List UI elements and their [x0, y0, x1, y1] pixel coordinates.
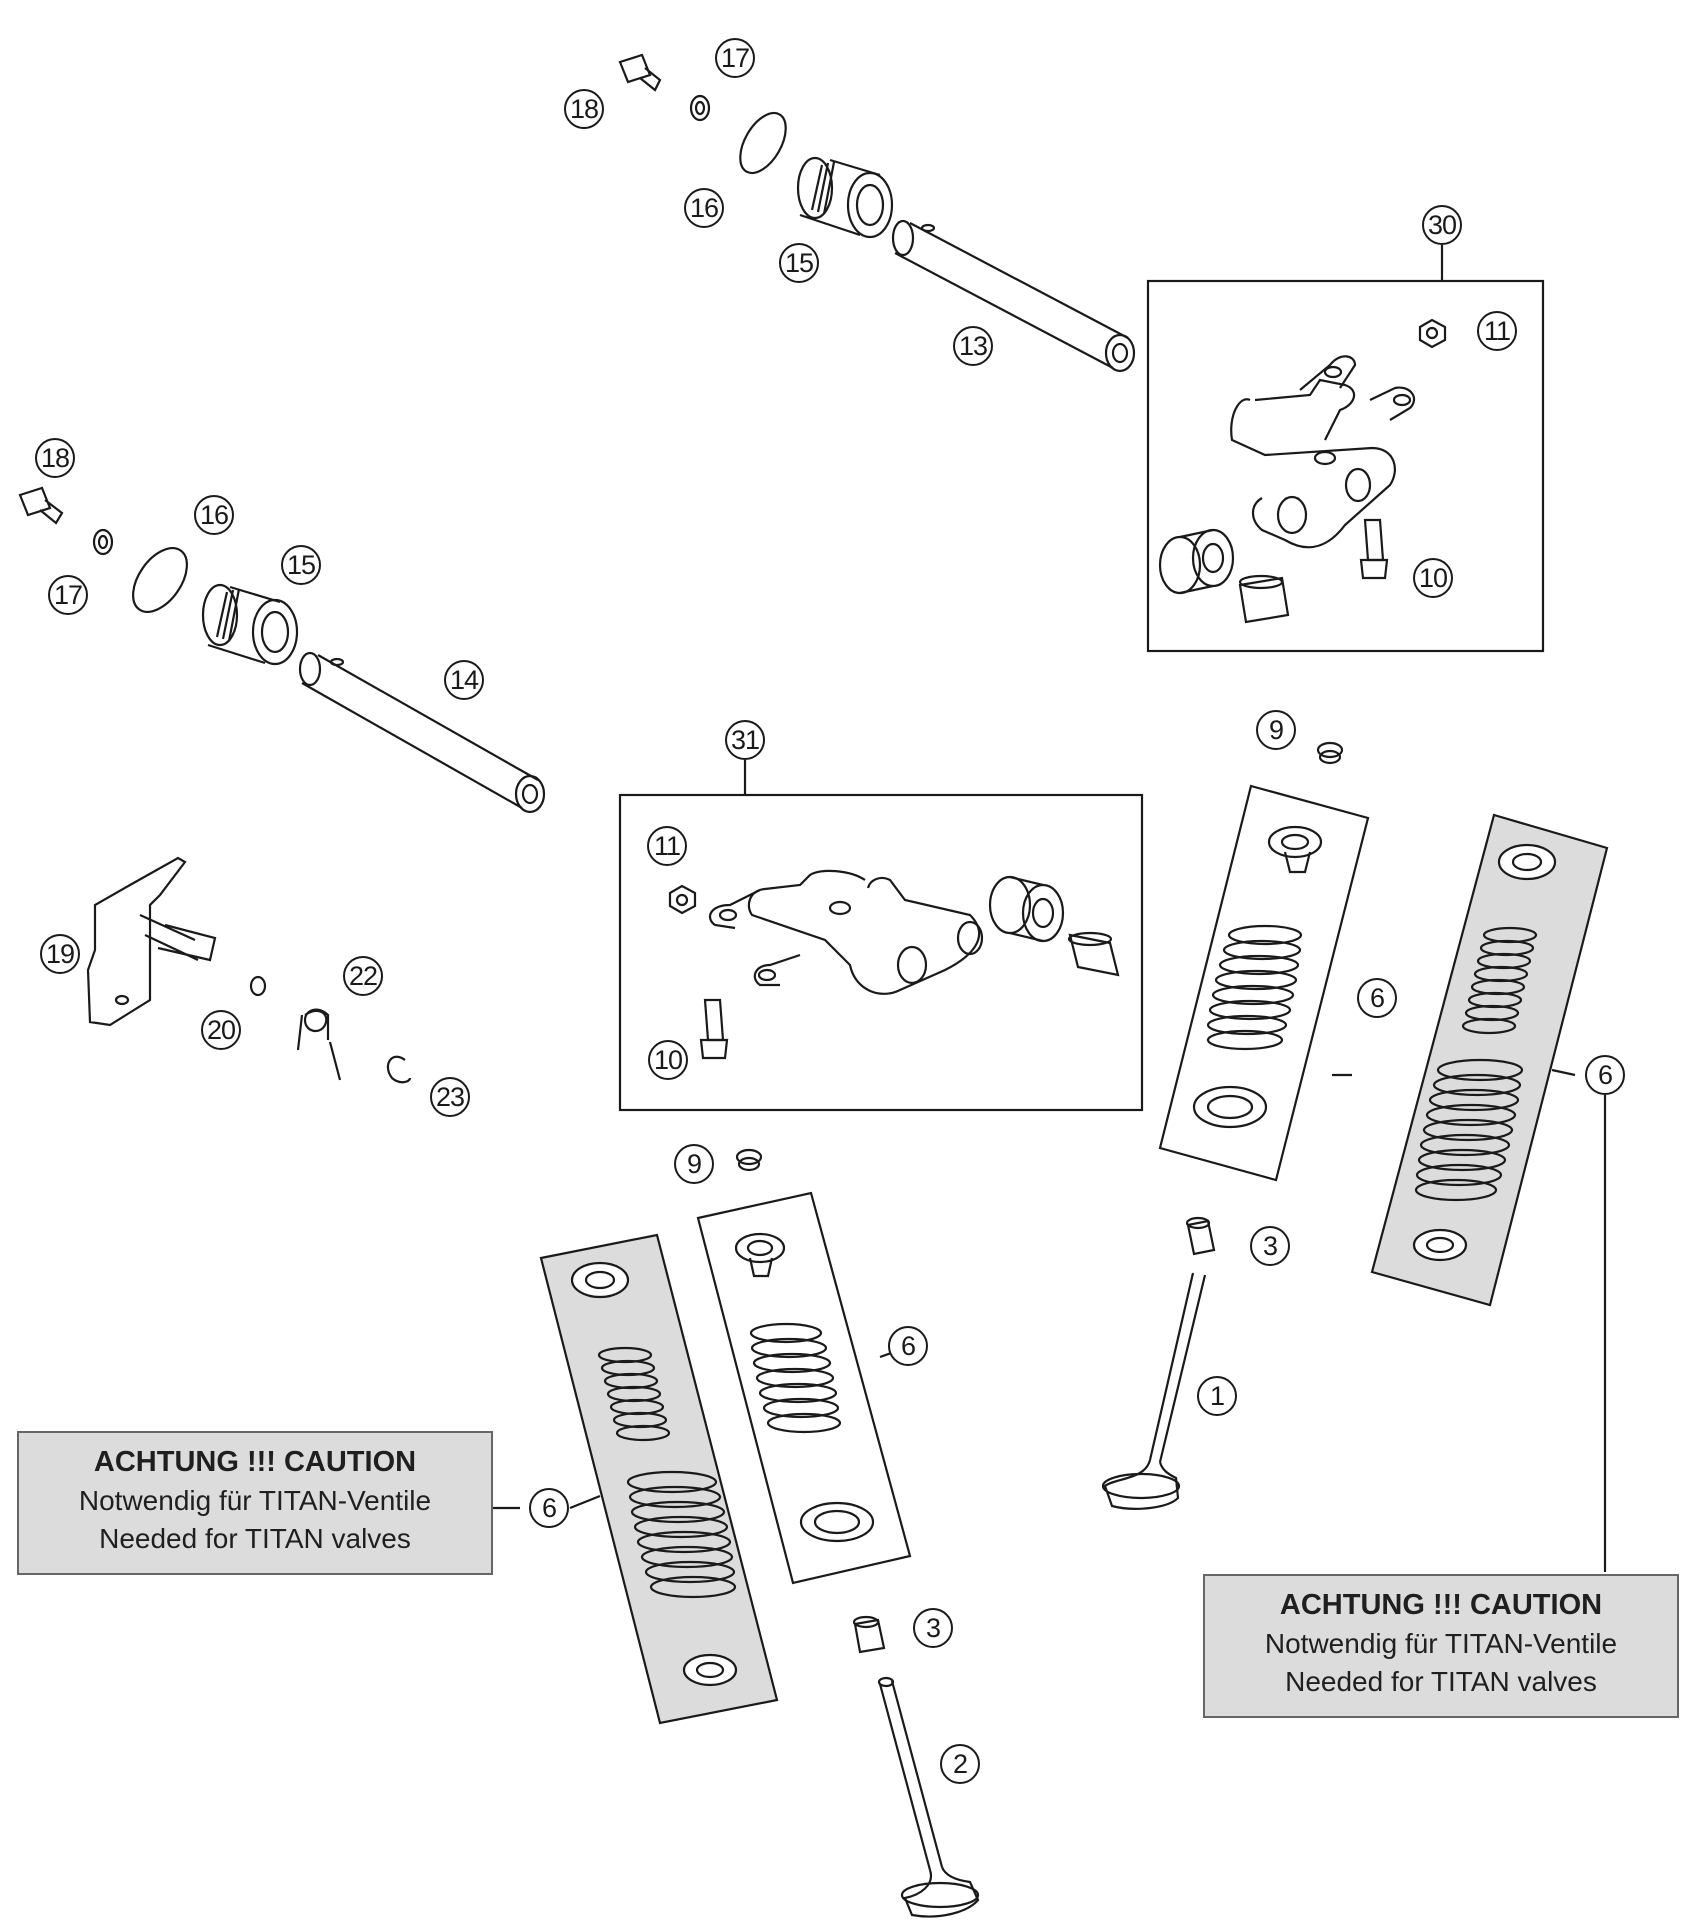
spring-frame-center — [696, 1191, 912, 1585]
valve-spring-6c — [734, 1232, 875, 1543]
rocker-shaft-14 — [298, 651, 546, 814]
callout-11-box31: 11 — [647, 826, 687, 866]
callout-2: 2 — [940, 1744, 980, 1784]
callout-15-lower: 15 — [281, 545, 321, 585]
titan-spring-pack-left — [539, 1233, 779, 1725]
valve-1 — [1101, 1216, 1216, 1510]
screw-18b — [18, 486, 64, 525]
callout-14: 14 — [444, 660, 484, 700]
callout-6-b: 6 — [1585, 1055, 1625, 1095]
decompression-lever-19 — [86, 856, 217, 1027]
valve-spring-6b — [1412, 843, 1557, 1262]
callout-11-box30: 11 — [1477, 311, 1517, 351]
caution-box-right: ACHTUNG !!! CAUTION Notwendig für TITAN-… — [1203, 1574, 1679, 1718]
callout-18-lower: 18 — [35, 438, 75, 478]
rocker-arm-assembly-31 — [668, 869, 1120, 1060]
o-ring-16a — [739, 111, 787, 175]
rocker-shaft-13 — [891, 219, 1136, 373]
callout-31: 31 — [725, 720, 765, 760]
spring-22 — [296, 1008, 342, 1081]
callout-13: 13 — [953, 326, 993, 366]
callout-10-box30: 10 — [1413, 558, 1453, 598]
callout-20: 20 — [201, 1010, 241, 1050]
callout-17-lower: 17 — [48, 575, 88, 615]
valve-2 — [852, 1615, 980, 1918]
callout-16-upper: 16 — [684, 188, 724, 228]
caution-line-en: Needed for TITAN valves — [1285, 1666, 1597, 1697]
screw-18a — [618, 53, 662, 92]
valve-collet-9a — [735, 1148, 763, 1172]
callout-17-upper: 17 — [715, 38, 755, 78]
caution-line-de: Notwendig für TITAN-Ventile — [78, 1485, 432, 1516]
detail-box-31 — [618, 793, 1144, 1112]
callout-9-center: 9 — [674, 1144, 714, 1184]
callout-10-box31: 10 — [648, 1040, 688, 1080]
spring-frame-right — [1158, 784, 1370, 1182]
shaft-bearing-15b — [201, 583, 299, 666]
caution-line-en: Needed for TITAN valves — [99, 1523, 411, 1554]
washer-17a — [689, 94, 711, 122]
shaft-bearing-15a — [796, 156, 894, 239]
callout-6-d: 6 — [529, 1488, 569, 1528]
callout-6-c: 6 — [888, 1326, 928, 1366]
leader-line-6b — [1551, 1068, 1576, 1077]
callout-18-upper: 18 — [564, 89, 604, 129]
caution-title: ACHTUNG !!! CAUTION — [1279, 1589, 1603, 1621]
callout-1: 1 — [1197, 1376, 1237, 1416]
valve-spring-6d — [570, 1261, 738, 1687]
detail-box-30 — [1146, 279, 1545, 653]
o-ring-20 — [249, 975, 267, 997]
callout-15-upper: 15 — [779, 243, 819, 283]
rocker-arm-assembly-30 — [1158, 318, 1447, 624]
leader-line-6d — [569, 1494, 601, 1510]
callout-23: 23 — [430, 1077, 470, 1117]
caution-line-de: Notwendig für TITAN-Ventile — [1264, 1628, 1618, 1659]
washer-17b — [92, 528, 114, 556]
callout-3-left: 3 — [913, 1608, 953, 1648]
callout-16-lower: 16 — [194, 495, 234, 535]
callout-30: 30 — [1422, 205, 1462, 245]
valve-spring-6a — [1192, 825, 1323, 1129]
callout-19: 19 — [40, 934, 80, 974]
callout-6-a: 6 — [1357, 978, 1397, 1018]
caution-box-left: ACHTUNG !!! CAUTION Notwendig für TITAN-… — [17, 1431, 493, 1575]
caution-title: ACHTUNG !!! CAUTION — [93, 1446, 417, 1478]
o-ring-16b — [132, 547, 188, 613]
callout-22: 22 — [343, 956, 383, 996]
valve-collet-9b — [1316, 741, 1344, 765]
callout-3-right: 3 — [1250, 1226, 1290, 1266]
circlip-23 — [386, 1055, 412, 1084]
callout-9-right: 9 — [1256, 710, 1296, 750]
